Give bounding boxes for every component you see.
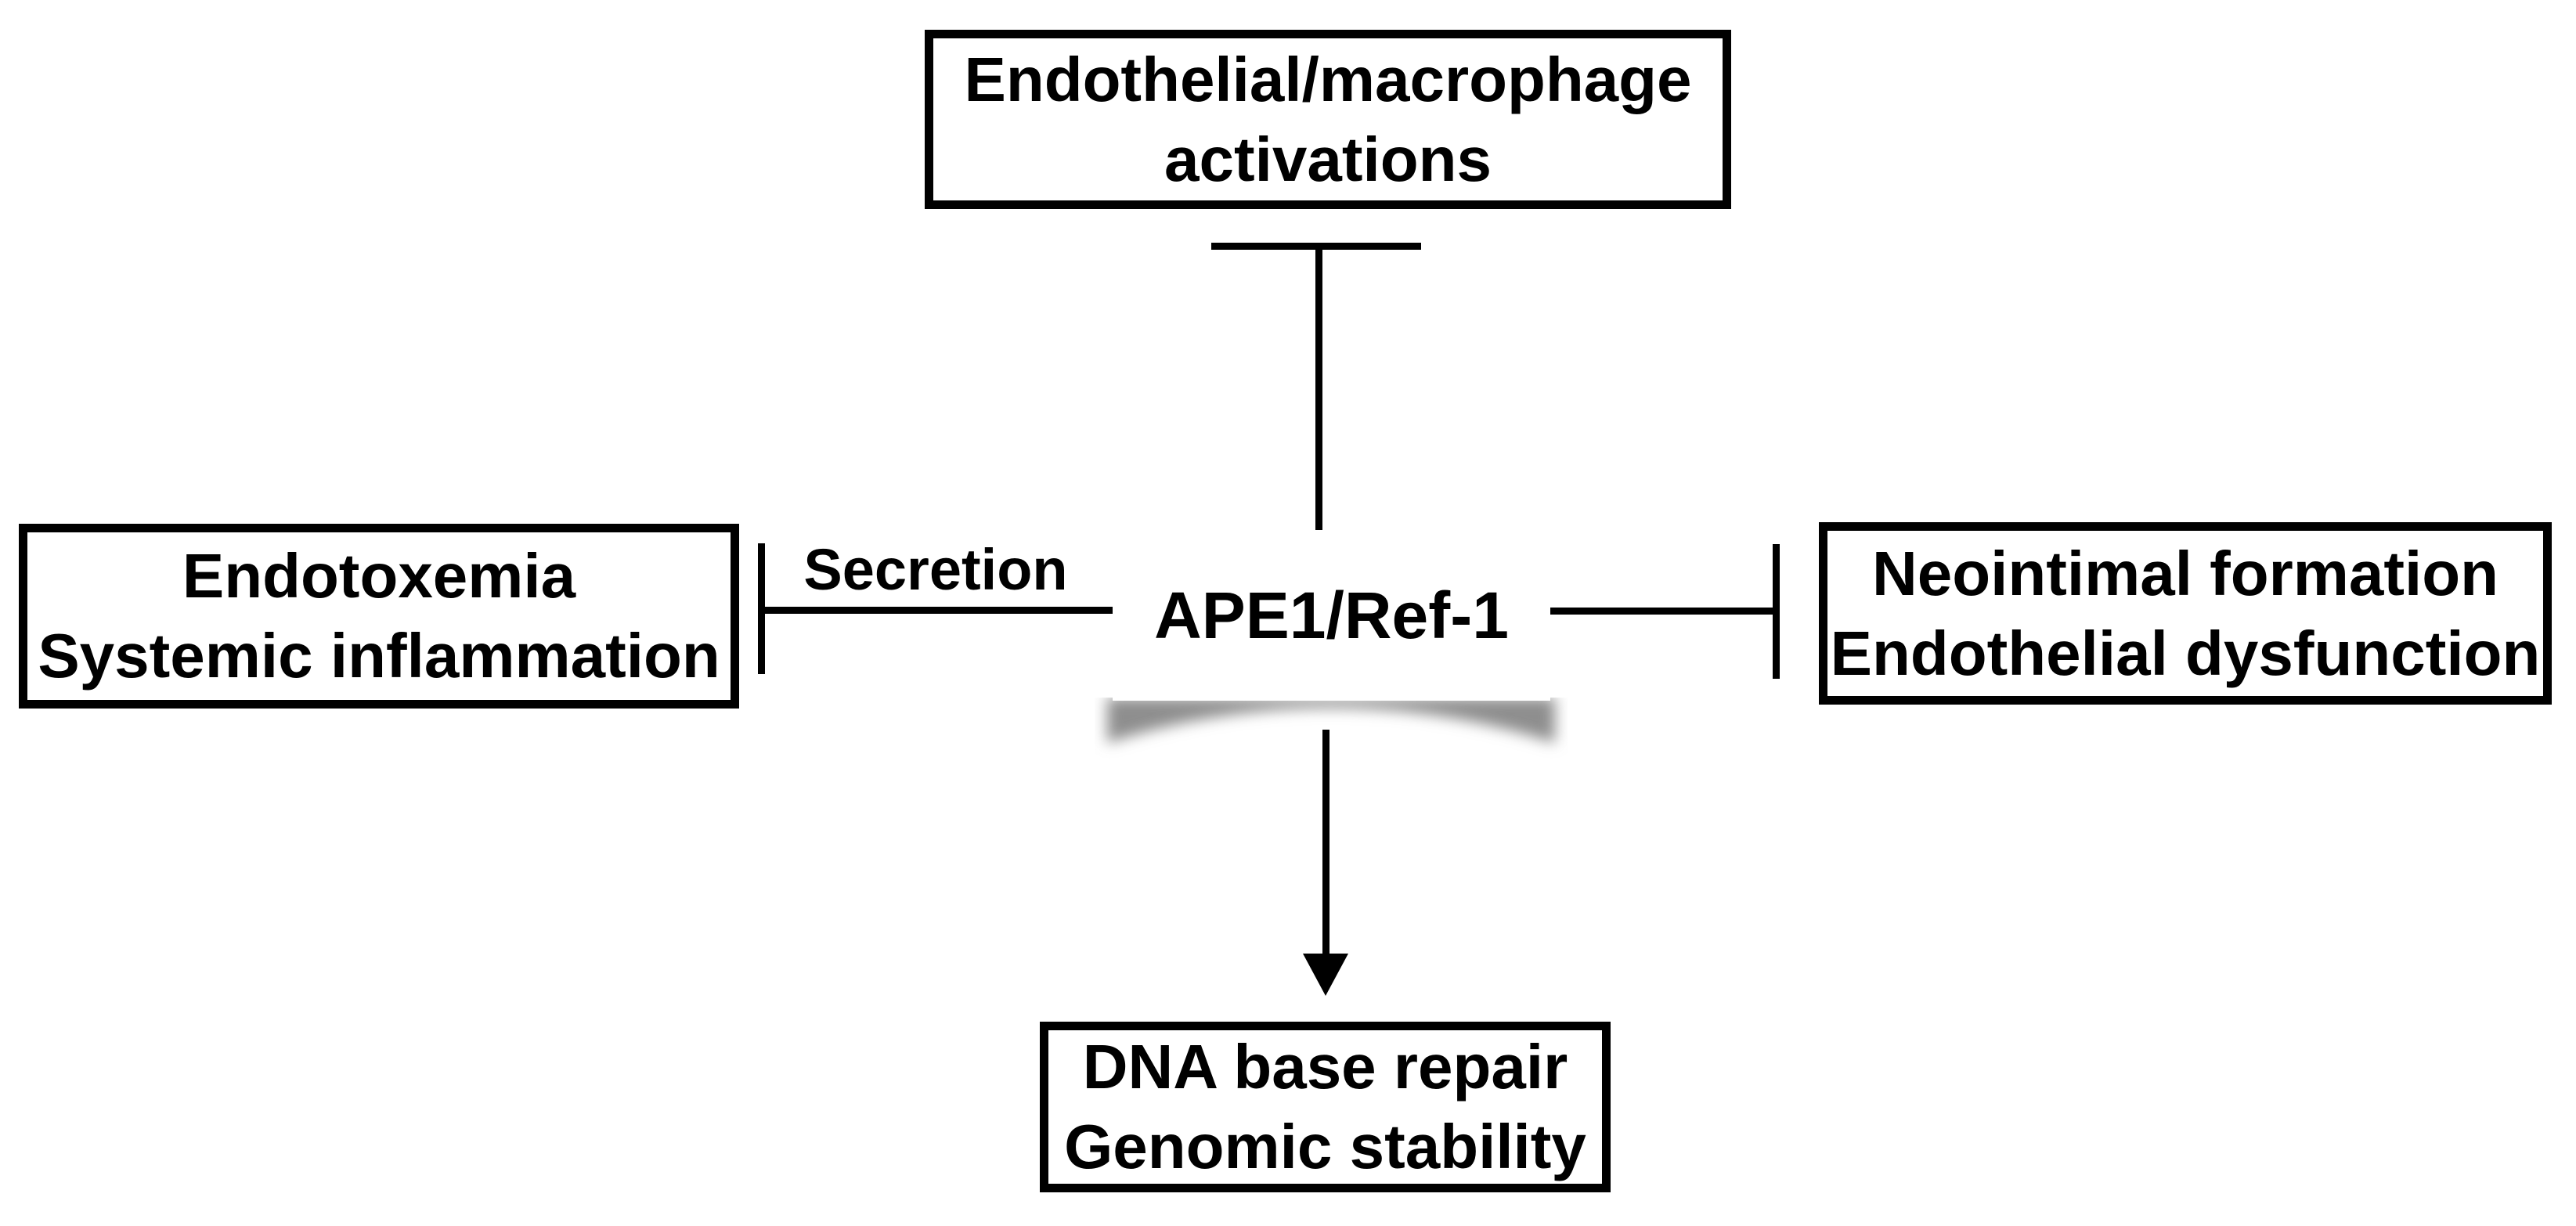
connector-line-right <box>1550 608 1777 615</box>
top-box-line-1: Endothelial/macrophage <box>964 44 1692 114</box>
right-box-line-1: Neointimal formation <box>1871 538 2499 608</box>
left-box-line-1: Endotoxemia <box>182 541 576 611</box>
top-box-line-2: activations <box>1164 124 1492 194</box>
connector-stem-top <box>1315 243 1322 530</box>
left-box-line-2: Systemic inflammation <box>38 621 720 691</box>
center-box-label: APE1/Ref-1 <box>1154 578 1509 652</box>
secretion-label: Secretion <box>803 537 1068 602</box>
right-box-line-2: Endothelial dysfunction <box>1830 618 2541 688</box>
left-box: Endotoxemia Systemic inflammation <box>19 524 739 709</box>
inhibition-bar-right <box>1773 544 1780 679</box>
center-box: APE1/Ref-1 <box>1113 530 1550 701</box>
connector-line-left <box>758 607 1113 614</box>
right-box: Neointimal formation Endothelial dysfunc… <box>1819 522 2552 705</box>
bottom-box-line-2: Genomic stability <box>1064 1112 1586 1181</box>
top-box: Endothelial/macrophage activations <box>925 30 1731 209</box>
bottom-box: DNA base repair Genomic stability <box>1040 1022 1611 1192</box>
center-box-shadow <box>1107 698 1555 743</box>
down-arrowhead <box>1303 954 1348 996</box>
arrow-stem-bottom <box>1322 730 1329 955</box>
bottom-box-line-1: DNA base repair <box>1082 1032 1568 1102</box>
